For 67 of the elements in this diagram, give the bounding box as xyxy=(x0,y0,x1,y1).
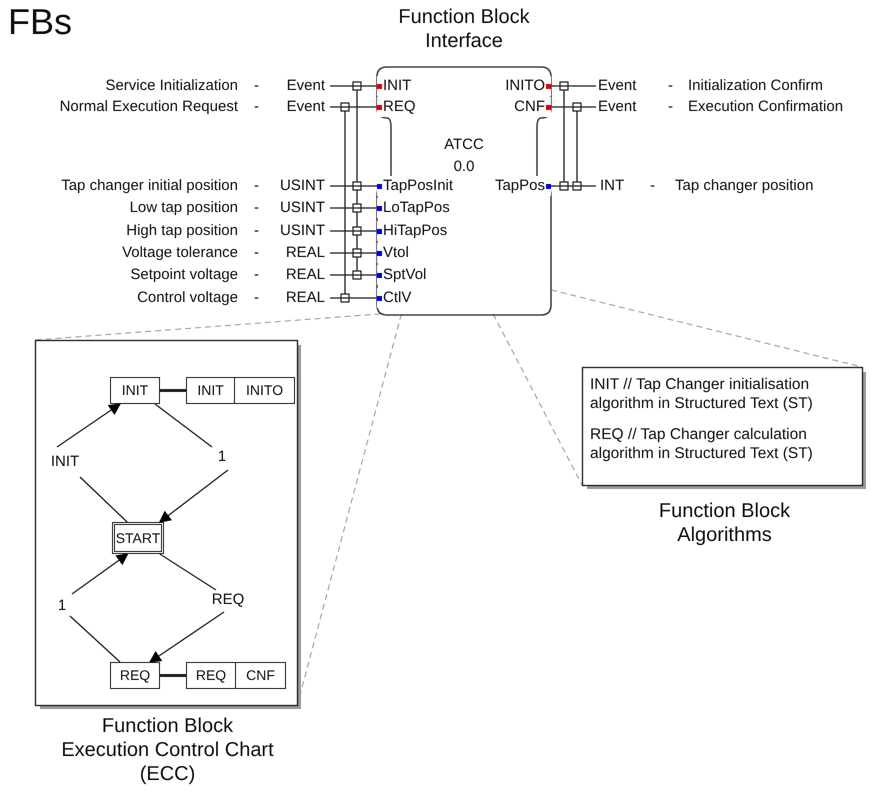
connector-line xyxy=(330,185,377,187)
panel-heading: Function Block Execution Control Chart (ECC) xyxy=(60,714,275,786)
input-pin: INIT xyxy=(377,76,412,96)
connector-line xyxy=(330,207,377,209)
zoom-guide-line xyxy=(492,313,582,486)
input-pin: Vtol xyxy=(377,243,409,263)
block-heading: Function Block Interface xyxy=(397,5,531,53)
transition-arrow xyxy=(69,553,129,663)
node-label: TapPosInit xyxy=(383,177,454,194)
edge-label: REQ xyxy=(212,591,244,609)
connector-line xyxy=(551,106,596,108)
port-description: Low tap position xyxy=(130,198,238,218)
action-box xyxy=(186,662,286,689)
initial-state-box: START xyxy=(112,522,164,554)
input-pin: CtlV xyxy=(377,288,412,308)
input-pin: HiTapPos xyxy=(377,221,448,241)
node-label: Vtol xyxy=(383,244,409,261)
action-algorithm: REQ xyxy=(194,666,228,685)
edge-label: INIT xyxy=(50,453,80,471)
port-description: Tap changer position xyxy=(675,176,814,196)
transition-arrow xyxy=(149,553,225,663)
output-pin: INITO xyxy=(505,76,551,96)
input-pin: LoTapPos xyxy=(377,198,450,218)
connector-line xyxy=(330,230,377,232)
action-event: CNF xyxy=(235,663,285,688)
port-description: Control voltage xyxy=(137,288,238,308)
state-box: INIT xyxy=(110,377,160,404)
port-description: Tap changer initial position xyxy=(61,176,238,196)
connector-line xyxy=(330,274,377,276)
node-label: CtlV xyxy=(383,289,412,306)
node-label: HiTapPos xyxy=(383,222,448,239)
panel-heading: Function Block Algorithms xyxy=(658,499,792,547)
node-label: SptVol xyxy=(383,266,426,283)
node-label: LoTapPos xyxy=(383,199,450,216)
action-link xyxy=(160,674,186,677)
action-algorithm: INIT xyxy=(196,381,225,400)
node-label: CNF xyxy=(514,98,545,115)
port-description: Normal Execution Request xyxy=(60,97,238,117)
connector-line xyxy=(330,106,377,108)
transition-arrow xyxy=(56,403,128,523)
state-box: REQ xyxy=(110,662,160,689)
input-pin: SptVol xyxy=(377,265,426,285)
output-pin: TapPos xyxy=(494,176,551,196)
connector-line xyxy=(330,297,377,299)
input-pin: TapPosInit xyxy=(377,176,454,196)
edge-label: 1 xyxy=(218,448,226,466)
zoom-guide-line xyxy=(550,289,862,368)
edge-label: 1 xyxy=(58,597,66,615)
connector-line xyxy=(330,85,377,87)
node-label: INITO xyxy=(505,77,545,94)
port-description: Setpoint voltage xyxy=(130,265,238,285)
connector-line xyxy=(551,185,596,187)
action-event: INITO xyxy=(234,378,294,403)
connector-line xyxy=(551,85,596,87)
transition-arrow xyxy=(154,403,229,523)
port-description: Voltage tolerance xyxy=(122,243,238,263)
zoom-guide-line xyxy=(34,313,381,340)
output-pin: CNF xyxy=(514,97,551,117)
action-link xyxy=(160,389,186,392)
node-label: REQ xyxy=(383,98,416,115)
action-box xyxy=(186,377,295,404)
node-label: TapPos xyxy=(494,177,545,194)
page-title: FBs xyxy=(8,0,72,44)
port-description: High tap position xyxy=(126,221,238,241)
input-pin: REQ xyxy=(377,97,416,117)
node-label: INIT xyxy=(383,77,412,94)
connector-line xyxy=(330,252,377,254)
